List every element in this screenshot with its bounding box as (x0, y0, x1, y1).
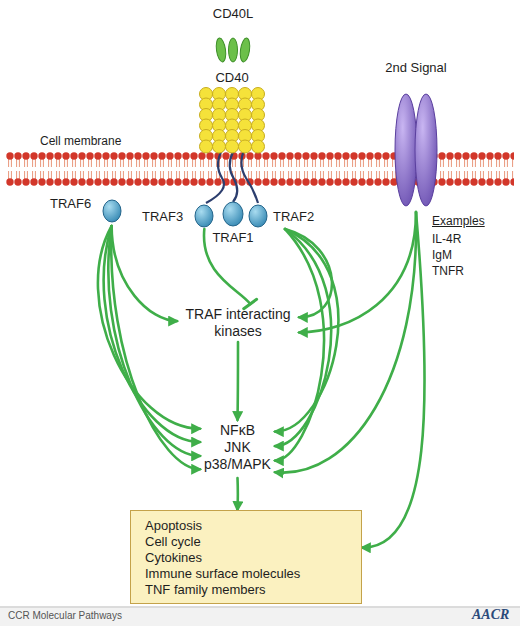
receptor-domain (252, 140, 265, 153)
signal-arrow (299, 212, 416, 333)
outcome-item: Cell cycle (145, 534, 201, 550)
signal-arrow (275, 212, 416, 473)
node-label: TRAF interacting kinases (177, 306, 299, 340)
ligand-subunit (215, 37, 227, 62)
signal-arrow (112, 226, 177, 321)
receptor-chain (395, 94, 417, 206)
node-label: TRAF6 (50, 196, 100, 212)
receptor-chain (415, 94, 437, 206)
signal-arrow (275, 229, 324, 461)
shape-art (376, 60, 456, 212)
signal-arrow (108, 226, 200, 456)
node-label: TRAF3 (142, 209, 190, 225)
footer-series: CCR Molecular Pathways (8, 610, 122, 622)
receptor-node: CD40L (195, 6, 271, 68)
examples-heading: Examples (432, 214, 485, 228)
footer-band (0, 608, 520, 626)
signal-arrow (111, 226, 200, 469)
traf-oval (223, 202, 243, 226)
outcome-box: ApoptosisCell cycleCytokinesImmune surfa… (130, 510, 362, 604)
traf-protein: TRAF3 (142, 203, 218, 229)
node-label: TRAF1 (212, 230, 254, 246)
cell-membrane (6, 152, 514, 186)
signal-arrow (285, 229, 332, 317)
cd40-stalks (206, 150, 258, 203)
example-receptor: TNFR (432, 264, 464, 278)
node-label: NFκB JNK p38/MAPK (200, 422, 275, 472)
signal-arrow (275, 229, 331, 446)
traf-protein: TRAF6 (50, 196, 128, 226)
example-receptor: IgM (432, 248, 452, 262)
traf-oval (249, 205, 267, 227)
node-label: CD40 (188, 70, 276, 86)
receptor-domain (239, 140, 252, 153)
outcome-item: Cytokines (145, 550, 202, 566)
traf-protein: TRAF2 (246, 203, 324, 229)
receptor-domain (200, 140, 213, 153)
ligand-subunit (229, 38, 238, 62)
signal-arrow (236, 478, 239, 510)
outcome-item: Immune surface molecules (145, 566, 300, 582)
signal-arrow (236, 342, 239, 420)
signal-arrow (275, 229, 338, 432)
footer-rule (0, 607, 520, 608)
node-label: 2nd Signal (376, 60, 456, 76)
outcome-item: TNF family members (145, 582, 266, 598)
traf-protein: TRAF1 (212, 202, 254, 248)
membrane-label: Cell membrane (40, 134, 121, 148)
signal-arrow (98, 226, 200, 429)
publisher-logo: AACR (472, 607, 509, 624)
traf-oval (103, 200, 121, 222)
node-label: TRAF2 (273, 209, 324, 225)
receptor-domain (213, 140, 226, 153)
receptor-node: 2nd Signal (376, 60, 456, 212)
signal-node: TRAF interacting kinases (177, 304, 299, 342)
traf-oval (195, 205, 213, 227)
receptor-node: CD40 (188, 70, 276, 154)
example-receptor: IL-4R (432, 232, 461, 246)
node-label: CD40L (195, 6, 271, 22)
signal-node: NFκB JNK p38/MAPK (200, 420, 275, 478)
ligand-subunit (239, 37, 251, 62)
signal-arrow (362, 212, 425, 548)
receptor-domain (226, 140, 239, 153)
outcome-item: Apoptosis (145, 518, 202, 534)
signal-arrow (104, 226, 200, 442)
